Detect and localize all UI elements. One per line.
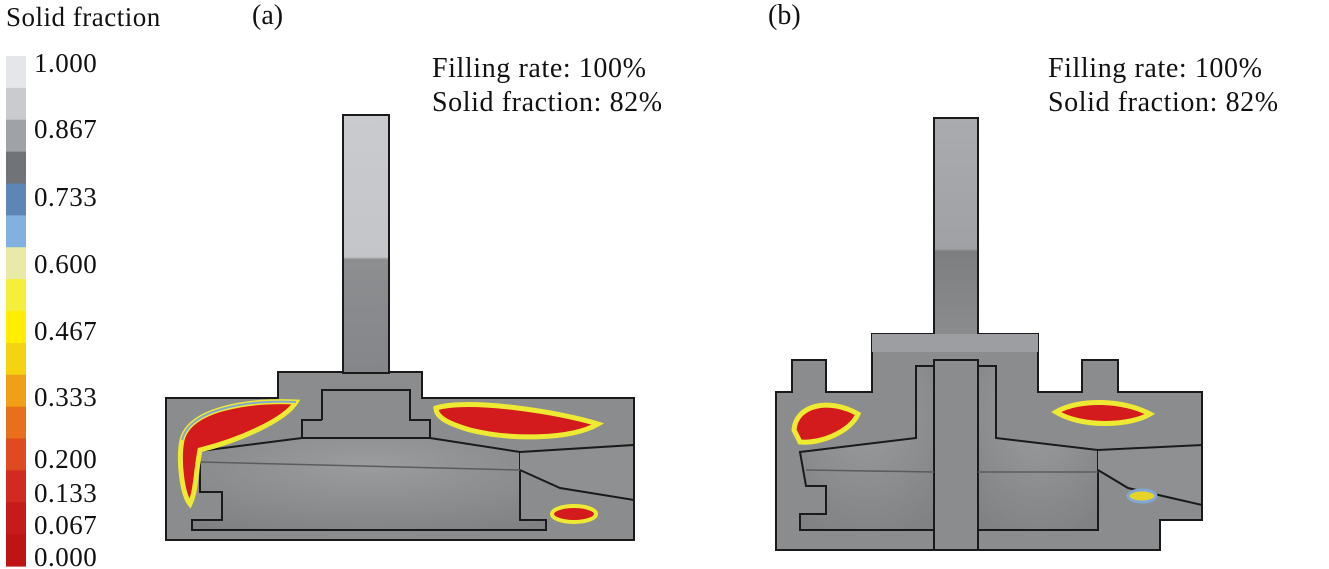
legend-swatch-0: [6, 56, 26, 89]
casting-b-post: [933, 359, 979, 551]
legend-tick-0733: 0.733: [34, 182, 98, 212]
legend-swatch-2: [6, 119, 26, 153]
panel-b-filling-rate: Filling rate: 100%: [1048, 53, 1263, 84]
panel-b-info: Filling rate: 100% Solid fraction: 82%: [1048, 52, 1279, 120]
legend-swatch-8: [6, 311, 26, 344]
legend-swatch-3: [6, 151, 26, 185]
casting-a-inner-step-left: [321, 389, 431, 438]
casting-b-side-port: [1097, 443, 1203, 507]
hotspot-a-left-edge: [181, 400, 297, 441]
casting-a-inner-floor: [199, 461, 521, 471]
panel-a-filling-rate: Filling rate: 100%: [432, 53, 647, 84]
casting-a: [165, 114, 635, 541]
legend-tick-0200: 0.200: [34, 444, 98, 474]
panel-label-b: (b): [768, 0, 801, 31]
casting-b: [775, 117, 1203, 551]
casting-b-inner-floor-left: [805, 469, 935, 473]
legend-color-bar: [6, 56, 26, 567]
panel-label-a: (a): [252, 0, 284, 31]
casting-a-riser: [342, 114, 390, 374]
panel-a-solid-fraction: Solid fraction: 82%: [432, 87, 663, 118]
hotspot-a-small: [550, 504, 598, 524]
casting-b-ledge: [872, 334, 1038, 352]
legend-tick-0600: 0.600: [34, 249, 98, 279]
legend-swatch-10: [6, 374, 26, 408]
panel-b-solid-fraction: Solid fraction: 82%: [1048, 87, 1279, 118]
legend-swatch-12: [6, 438, 26, 471]
legend-swatch-4: [6, 183, 26, 216]
legend-swatch-6: [6, 247, 26, 280]
legend-tick-1000: 1.000: [34, 48, 98, 78]
panel-a-info: Filling rate: 100% Solid fraction: 82%: [432, 52, 663, 120]
legend-swatch-5: [6, 215, 26, 248]
legend-swatch-1: [6, 87, 26, 121]
hotspot-b-small: [1126, 488, 1158, 504]
casting-a-cavity: [190, 437, 547, 531]
legend-tick-0133: 0.133: [34, 478, 98, 508]
hotspot-b-right: [1051, 399, 1156, 426]
legend-swatch-9: [6, 342, 26, 376]
legend-title: Solid fraction: [6, 2, 161, 32]
legend-tick-0000: 0.000: [34, 542, 98, 569]
casting-b-riser: [933, 117, 979, 337]
legend-swatch-13: [6, 470, 26, 503]
legend-tick-0333: 0.333: [34, 382, 98, 412]
casting-a-side-port: [519, 443, 635, 502]
legend-swatch-15: [6, 534, 26, 567]
legend-swatch-7: [6, 279, 26, 312]
legend-tick-0467: 0.467: [34, 316, 98, 346]
casting-a-inner-step-left2: [301, 419, 322, 438]
legend-tick-0067: 0.067: [34, 510, 98, 540]
legend-tick-0867: 0.867: [34, 114, 98, 144]
casting-b-cavity-left: [798, 365, 935, 531]
legend-swatch-11: [6, 406, 26, 440]
hotspot-b-left: [791, 402, 862, 445]
hotspot-a-right: [433, 402, 605, 440]
legend-swatch-14: [6, 502, 26, 535]
